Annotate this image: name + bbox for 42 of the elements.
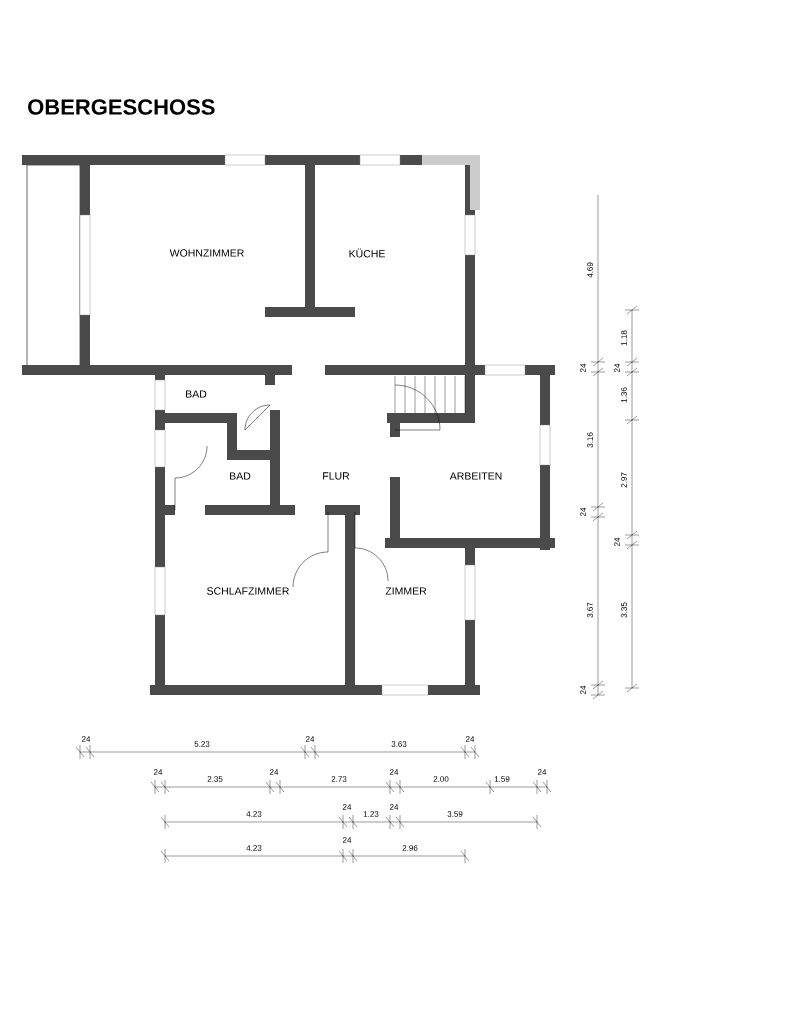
dimension-label: 1.23 [363, 811, 379, 817]
dimension-label: 1.18 [621, 330, 627, 346]
dimension-label: 24 [269, 769, 279, 775]
dimension-label: 2.73 [331, 776, 347, 782]
dimension-label: 3.63 [391, 741, 407, 747]
dimension-label: 24 [537, 769, 547, 775]
dimension-label: 24 [81, 736, 91, 742]
dimension-label: 1.36 [621, 387, 627, 403]
dimension-label: 24 [305, 736, 315, 742]
dimension-label: 24 [580, 507, 586, 517]
dimension-label: 24 [389, 804, 399, 810]
dimension-label: 4.23 [246, 845, 262, 851]
dimension-label: 24 [153, 769, 163, 775]
dimension-label: 3.59 [447, 811, 463, 817]
dimension-label: 3.16 [587, 432, 593, 448]
dimension-label: 3.35 [621, 602, 627, 618]
dimension-label: 5.23 [194, 741, 210, 747]
title: OBERGESCHOSS [28, 99, 215, 115]
dimension-label: 2.35 [207, 776, 223, 782]
room-label: SCHLAFZIMMER [207, 587, 289, 595]
dimension-label: 2.96 [402, 845, 418, 851]
dimension-label: 24 [465, 736, 475, 742]
room-label: WOHNZIMMER [169, 249, 244, 257]
dimension-label: 24 [342, 837, 352, 843]
dimension-label: 3.67 [587, 602, 593, 618]
dimension-label: 24 [580, 685, 586, 695]
dimension-label: 2.97 [621, 472, 627, 488]
dimension-label: 24 [580, 363, 586, 373]
dimension-label: 1.59 [494, 776, 510, 782]
dimension-label: 4.23 [246, 811, 262, 817]
dimension-label: 24 [342, 804, 352, 810]
room-label: ARBEITEN [449, 472, 502, 480]
dimension-label: 24 [614, 537, 620, 547]
dimension-label: 24 [389, 769, 399, 775]
room-label: FLUR [323, 472, 350, 480]
room-label: BAD [186, 390, 207, 398]
dimension-label: 24 [614, 363, 620, 373]
room-label: KÜCHE [349, 248, 385, 258]
room-label: BAD [230, 472, 251, 480]
room-label: ZIMMER [385, 587, 427, 595]
dimension-label: 2.00 [433, 776, 449, 782]
dimension-label: 4.69 [587, 262, 593, 278]
